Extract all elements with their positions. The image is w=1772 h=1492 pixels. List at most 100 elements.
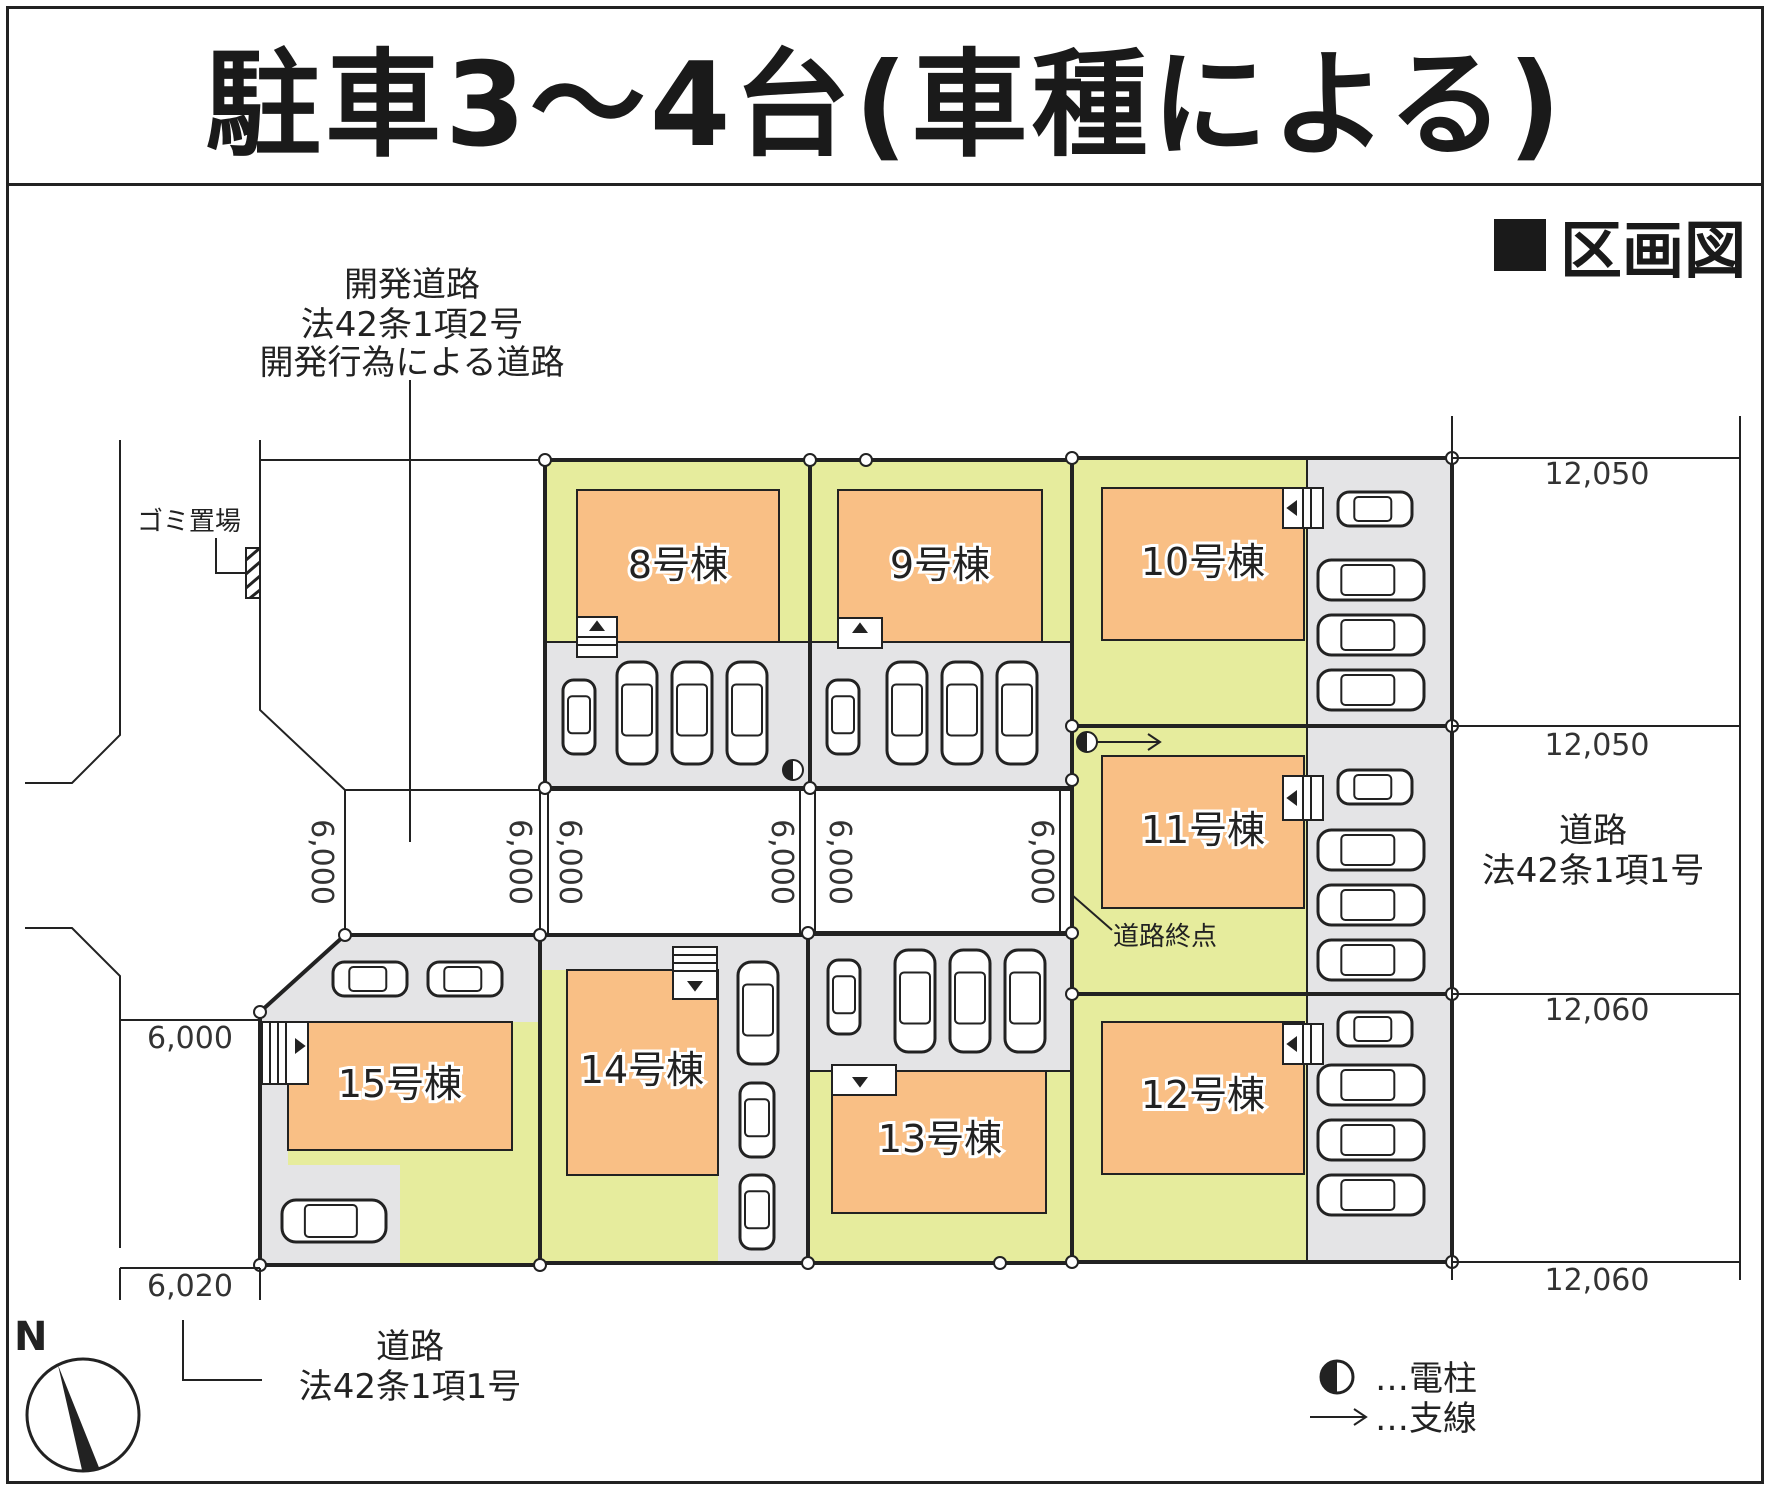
car-icon — [948, 948, 992, 1054]
dim-road-1: 6,000 — [304, 819, 339, 905]
boundary-marker — [1065, 987, 1079, 1001]
car-icon — [1316, 1063, 1426, 1107]
dim-road-2: 6,000 — [502, 819, 537, 905]
dim-south-2: 6,020 — [147, 1269, 233, 1304]
legend-pole-text: …電柱 — [1375, 1359, 1477, 1399]
boundary-marker — [338, 928, 352, 942]
car-icon — [738, 1173, 776, 1251]
lot-9-house — [837, 489, 1043, 643]
outer-frame — [6, 6, 1764, 1484]
page-title: 駐車3～4台(車種による) — [205, 37, 1565, 173]
dim-east-2: 12,050 — [1545, 728, 1650, 763]
car-icon — [1316, 938, 1426, 982]
south-dimensions: 6,000 6,020 — [147, 1021, 233, 1304]
development-road-line3: 開発行為による道路 — [260, 343, 565, 383]
car-icon — [1336, 490, 1414, 528]
parking-cars — [280, 490, 1426, 1251]
legend-guy-wire-text: …支線 — [1375, 1399, 1477, 1439]
lot-labels: 8号棟 9号棟 10号棟 11号棟 12号棟 13号棟 14号棟 15号棟 — [335, 537, 1268, 1164]
car-icon — [825, 678, 861, 756]
lot-14-entrance — [672, 946, 718, 1000]
car-icon — [940, 660, 984, 766]
dim-east-4: 12,060 — [1545, 1263, 1650, 1298]
car-icon — [1336, 1010, 1414, 1048]
south-road-line2: 法42条1項1号 — [299, 1367, 522, 1407]
boundary-marker — [538, 453, 552, 467]
lot-13-label: 13号棟 — [878, 1117, 1002, 1161]
development-road-label: 開発道路 法42条1項2号 開発行為による道路 — [260, 265, 565, 383]
boundary-marker — [803, 453, 817, 467]
car-icon — [826, 958, 862, 1036]
dim-road-3: 6,000 — [552, 819, 587, 905]
car-icon — [738, 1081, 776, 1159]
car-icon — [1316, 613, 1426, 657]
boundary-marker — [1065, 451, 1079, 465]
lot-11-entrance — [1282, 775, 1324, 821]
boundary-marker — [533, 928, 547, 942]
square-icon — [1493, 219, 1546, 271]
utility-pole-1 — [782, 759, 804, 781]
lot-13-entrance — [831, 1064, 897, 1096]
car-icon — [561, 678, 597, 756]
garbage-label: ゴミ置場 — [137, 507, 241, 537]
header: 駐車3～4台(車種による) — [6, 6, 1764, 186]
road-outlines — [25, 440, 545, 1248]
legend-guy-wire-icon — [1310, 1408, 1368, 1426]
north-arrow-icon — [25, 1357, 141, 1473]
boundary-marker — [538, 781, 552, 795]
car-icon — [1316, 668, 1426, 712]
road-end-leader — [1071, 894, 1113, 931]
east-road-line2: 法42条1項1号 — [1482, 851, 1705, 891]
east-road-line1: 道路 — [1559, 811, 1627, 851]
boundary-marker — [803, 781, 817, 795]
car-icon — [1003, 948, 1047, 1054]
boundary-marker — [1065, 926, 1079, 940]
garbage-station — [215, 538, 261, 600]
utility-pole-2 — [1076, 731, 1162, 753]
car-icon — [426, 960, 504, 998]
dim-road-4: 6,000 — [764, 819, 799, 905]
dim-east-1: 12,050 — [1545, 457, 1650, 492]
lot-10-house — [1101, 487, 1305, 641]
development-road-line2: 法42条1項2号 — [301, 305, 524, 345]
boundary-marker — [1065, 1255, 1079, 1269]
car-icon — [725, 660, 769, 766]
lot-9-label: 9号棟 — [890, 543, 990, 587]
car-icon — [893, 948, 937, 1054]
car-icon — [331, 960, 409, 998]
car-icon — [1316, 558, 1426, 602]
boundary-marker — [253, 1005, 267, 1019]
car-icon — [1316, 828, 1426, 872]
boundary-marker — [993, 1256, 1007, 1270]
lot-11-label: 11号棟 — [1141, 808, 1265, 852]
lot-8-label: 8号棟 — [628, 543, 728, 587]
section-heading-text: 区画図 — [1559, 214, 1746, 287]
dim-south-1: 6,000 — [147, 1021, 233, 1056]
boundary-marker — [801, 1256, 815, 1270]
boundary-marker — [533, 1258, 547, 1272]
west-dimension-lines — [119, 1019, 262, 1381]
south-road-line1: 道路 — [376, 1327, 444, 1367]
boundary-marker — [859, 453, 873, 467]
car-icon — [1316, 1173, 1426, 1217]
lot-10-label: 10号棟 — [1141, 540, 1265, 584]
section-heading: 区画図 — [1493, 200, 1746, 290]
lot-15-entrance — [261, 1021, 309, 1085]
boundary-marker — [1065, 773, 1079, 787]
lot-15-house — [287, 1021, 513, 1151]
east-road-label: 道路 法42条1項1号 — [1482, 811, 1705, 891]
entrances — [261, 487, 1324, 1096]
legend-pole-icon — [1319, 1359, 1355, 1395]
lot-11-house — [1101, 755, 1305, 909]
boundary-marker — [801, 926, 815, 940]
car-icon — [995, 660, 1039, 766]
car-icon — [1316, 883, 1426, 927]
car-icon — [1336, 768, 1414, 806]
dim-east-3: 12,060 — [1545, 993, 1650, 1028]
east-dimensions: 12,050 12,050 12,060 12,060 — [1545, 457, 1650, 1298]
south-road-label: 道路 法42条1項1号 — [299, 1327, 522, 1407]
lot-14-house — [566, 969, 719, 1176]
boundary-marker — [1065, 719, 1079, 733]
development-road-line1: 開発道路 — [344, 265, 480, 305]
